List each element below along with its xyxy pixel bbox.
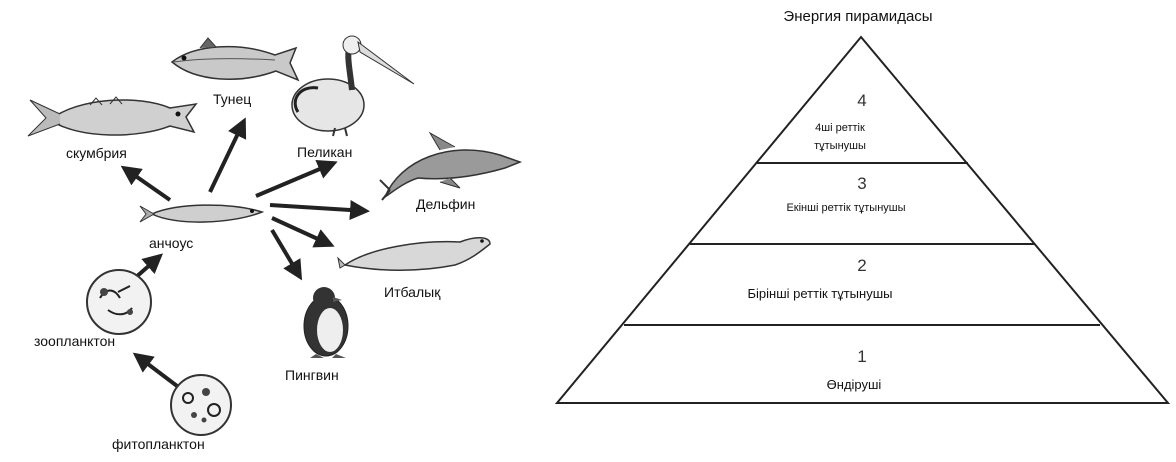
pyramid-level-3: 3 Екінші реттік тұтынушы [786, 174, 905, 214]
label-penguin: Пингвин [285, 367, 339, 383]
pyramid-level-2: 2 Бірінші реттік тұтынушы [748, 256, 893, 301]
level-2-number: 2 [857, 256, 866, 275]
level-1-label: Өндіруші [827, 377, 882, 392]
food-web-arrows [120, 117, 370, 394]
pyramid-level-1: 1 Өндіруші [827, 347, 882, 392]
arrow-zooplankton-to-anchovy [133, 253, 164, 280]
level-4-number: 4 [857, 91, 866, 110]
level-1-number: 1 [857, 347, 866, 366]
pyramid-level-4: 4 4ші реттік тұтынушы [814, 91, 867, 152]
label-phytoplankton: фитопланктон [112, 436, 205, 452]
label-zooplankton: зоопланктон [34, 333, 115, 349]
arrow-anchovy-to-penguin [270, 228, 303, 281]
dolphin-illustration [379, 131, 523, 201]
mackerel-illustration [27, 96, 198, 137]
phytoplankton-illustration [170, 374, 232, 436]
label-dolphin: Дельфин [416, 196, 475, 212]
energy-pyramid: Энергия пирамидасы 4 4ші реттік тұтынушы… [554, 8, 1171, 404]
label-mackerel: скумбрия [66, 145, 127, 161]
arrow-anchovy-to-seal [271, 216, 335, 248]
arrow-anchovy-to-pelican [255, 160, 338, 198]
arrow-anchovy-to-dolphin [269, 200, 370, 220]
label-tuna: Тунец [213, 91, 251, 107]
food-web: Тунец скумбрия Пеликан Дельфин [27, 35, 523, 452]
arrow-anchovy-to-mackerel [120, 165, 172, 202]
level-4-label-line1: 4ші реттік [815, 122, 865, 134]
arrow-anchovy-to-tuna [208, 117, 247, 193]
pyramid-title: Энергия пирамидасы [783, 8, 932, 25]
level-3-number: 3 [857, 174, 866, 193]
level-2-label: Бірінші реттік тұтынушы [748, 286, 893, 301]
zooplankton-illustration [86, 269, 152, 335]
level-3-label: Екінші реттік тұтынушы [786, 202, 905, 214]
penguin-illustration [303, 287, 349, 358]
level-4-label-line2: тұтынушы [814, 140, 866, 152]
seal-illustration [337, 237, 491, 271]
pyramid-outline [554, 35, 1171, 404]
anchovy-illustration [139, 204, 265, 223]
label-seal: Итбалық [384, 284, 441, 300]
pelican-illustration [291, 35, 415, 137]
tuna-illustration [170, 37, 300, 82]
label-pelican: Пеликан [297, 144, 352, 160]
label-anchovy: анчоус [149, 235, 193, 251]
